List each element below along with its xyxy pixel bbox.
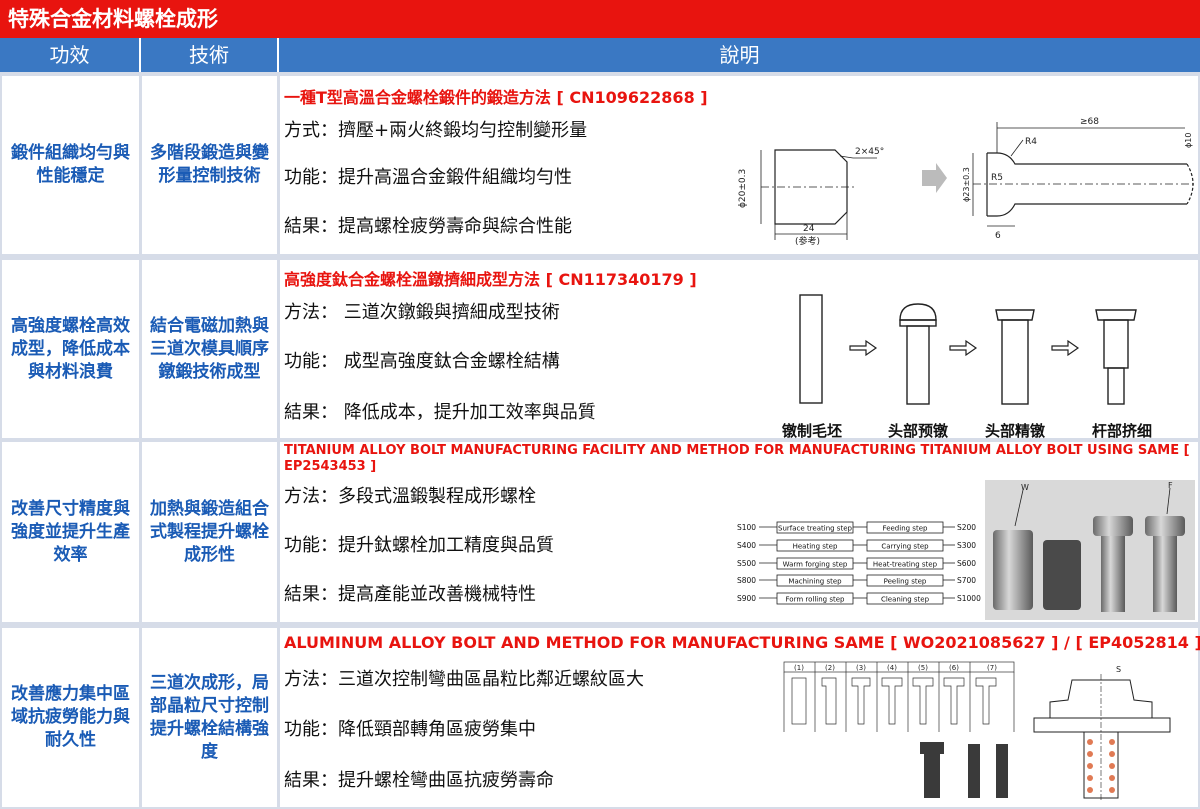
result-line: 結果： 降低成本，提升加工效率與品質 [284, 402, 596, 423]
step-code: S800 [737, 576, 756, 585]
stage-column: (3) [856, 664, 866, 672]
finished-label: F [1168, 481, 1173, 490]
method-line: 方法：三道次控制彎曲區晶粒比鄰近螺紋區大 [284, 669, 644, 690]
stage-label: 镦制毛坯 [781, 422, 842, 440]
row-effect: 高強度螺栓高效成型，降低成本與材料浪費 [2, 260, 139, 438]
result-line: 結果：提升螺栓彎曲區抗疲勞壽命 [284, 770, 554, 791]
function-line: 功能：提升高溫合金鍛件組織均勻性 [284, 167, 572, 188]
stage-label: 头部预镦 [888, 422, 949, 440]
step-box: Carrying step [881, 543, 929, 551]
step-box: Heat-treating step [873, 561, 938, 569]
dia-label: ϕ20±0.3 [738, 169, 748, 208]
length-label: 6 [995, 231, 1001, 241]
stage-column: (1) [794, 664, 804, 672]
row-effect: 鍛件組織均勻與性能穩定 [2, 76, 139, 254]
workpiece-label: W [1021, 483, 1029, 492]
dia-label: ϕ23±0.3 [962, 167, 971, 202]
row-tech: 結合電磁加熱與三道次模具順序鐓鍛技術成型 [142, 260, 277, 438]
arrow-right-icon [922, 163, 947, 193]
method-line: 方式：擠壓+兩火終鍛均勻控制變形量 [284, 120, 588, 141]
length-label: 24 [803, 224, 815, 234]
step-code: S100 [737, 523, 756, 532]
row-description [280, 260, 1198, 438]
header-description: 說明 [279, 38, 1200, 72]
step-box: Surface treating step [778, 525, 852, 533]
stage-label: 头部精镦 [985, 422, 1046, 440]
method-line: 方法：多段式溫鍛製程成形螺栓 [284, 486, 536, 507]
stage-column: (7) [987, 664, 997, 672]
step-box: Cleaning step [881, 596, 930, 604]
step-code: S500 [737, 559, 756, 568]
patent-title: 高強度鈦合金螺栓溫鐓擠細成型方法 [ CN117340179 ] [284, 270, 697, 289]
radius-label: R4 [1025, 137, 1037, 147]
reference-label: (参考) [795, 235, 820, 247]
bolt-cross-section: S [1033, 665, 1171, 802]
result-line: 結果：提高產能並改善機械特性 [284, 584, 536, 605]
method-line: 方法： 三道次鐓鍛與擠細成型技術 [284, 302, 560, 323]
page-title: 特殊合金材料螺栓成形 [0, 0, 1200, 38]
step-box: Warm forging step [783, 561, 848, 569]
patent-title: 一種T型高溫合金螺栓鍛件的鍛造方法 [ CN109622868 ] [284, 88, 708, 107]
step-code: S300 [957, 541, 976, 550]
arrow-right-icon [1051, 339, 1080, 357]
length-label: ≥68 [1080, 117, 1099, 127]
step-code: S700 [957, 576, 976, 585]
result-line: 結果：提高螺栓疲勞壽命與綜合性能 [284, 216, 572, 237]
step-box: Form rolling step [786, 596, 846, 604]
step-box: Peeling step [884, 578, 927, 586]
step-box: Feeding step [883, 525, 928, 533]
upsetting-sequence-diagram: 镦制毛坯 头部预镦 头部精镦 杆部挤细 [781, 294, 1152, 440]
bolt-sample-photo: W F [985, 480, 1195, 620]
dia-label: ϕ10 [1184, 133, 1193, 148]
step-code: S900 [737, 594, 756, 603]
process-flow-chart: S100 S400 S500 S800 S900 S200 S300 S600 … [737, 521, 981, 605]
function-line: 功能： 成型高強度鈦合金螺栓結構 [284, 351, 560, 372]
step-code: S1000 [957, 594, 981, 603]
stage-column: (2) [825, 664, 835, 672]
bolt-label: S [1116, 665, 1121, 674]
header-effect: 功效 [0, 38, 141, 72]
stage-column: (6) [949, 664, 959, 672]
row-effect: 改善應力集中區域抗疲勞能力與耐久性 [2, 628, 139, 807]
row-description [280, 76, 1198, 254]
arrow-right-icon [849, 339, 878, 357]
stage-column: (5) [918, 664, 928, 672]
function-line: 功能：提升鈦螺栓加工精度與品質 [284, 535, 554, 556]
function-line: 功能：降低頸部轉角區疲勞集中 [284, 719, 536, 740]
step-box: Machining step [788, 578, 842, 586]
chamfer-label: 2×45° [855, 147, 884, 157]
step-box: Heating step [793, 543, 838, 551]
step-code: S200 [957, 523, 976, 532]
patent-title: ALUMINUM ALLOY BOLT AND METHOD FOR MANUF… [284, 633, 1200, 652]
patent-title: TITANIUM ALLOY BOLT MANUFACTURING FACILI… [284, 443, 1190, 474]
radius-label: R5 [991, 173, 1003, 183]
forming-stages-drawing: (1) (2) (3) (4) (5) (6) (7) [783, 661, 1015, 798]
row-tech: 三道次成形，局部晶粒尺寸控制提升螺栓結構強度 [142, 628, 277, 807]
step-code: S400 [737, 541, 756, 550]
row-tech: 加熱與鍛造組合式製程提升螺栓成形性 [142, 442, 277, 622]
stage-column: (4) [887, 664, 897, 672]
forging-drawing: 2×45° ϕ20±0.3 24 (参考) ≥68 R4 R5 ϕ23±0.3 … [738, 117, 1195, 247]
arrow-right-icon [949, 339, 978, 357]
row-tech: 多階段鍛造與變形量控制技術 [142, 76, 277, 254]
row-effect: 改善尺寸精度與強度並提升生產效率 [2, 442, 139, 622]
step-code: S600 [957, 559, 976, 568]
header-tech: 技術 [141, 38, 279, 72]
stage-label: 杆部挤细 [1092, 422, 1152, 440]
